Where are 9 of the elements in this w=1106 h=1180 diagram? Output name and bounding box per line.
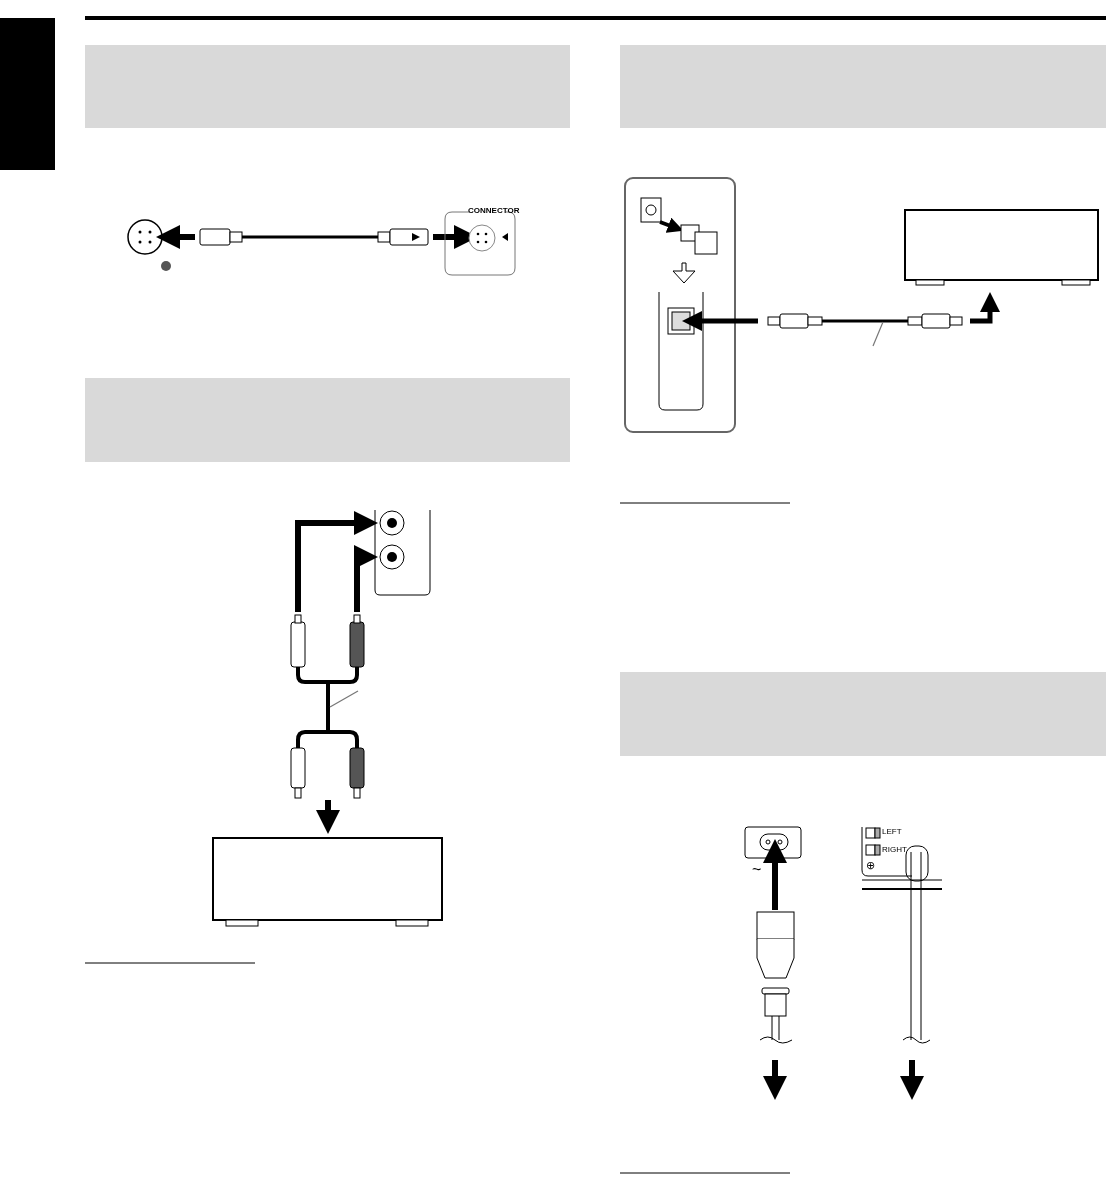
polarity-symbol: ⊕ [866, 860, 875, 871]
terminal-label: LEFT [882, 828, 902, 836]
heading-band [620, 672, 1106, 756]
heading-band [85, 378, 570, 462]
terminal-label: RIGHT [882, 846, 907, 854]
panel-label: CONNECTOR [468, 207, 520, 215]
heading-band [85, 45, 570, 128]
heading-band [620, 45, 1106, 128]
ac-symbol: ~ [752, 862, 762, 878]
